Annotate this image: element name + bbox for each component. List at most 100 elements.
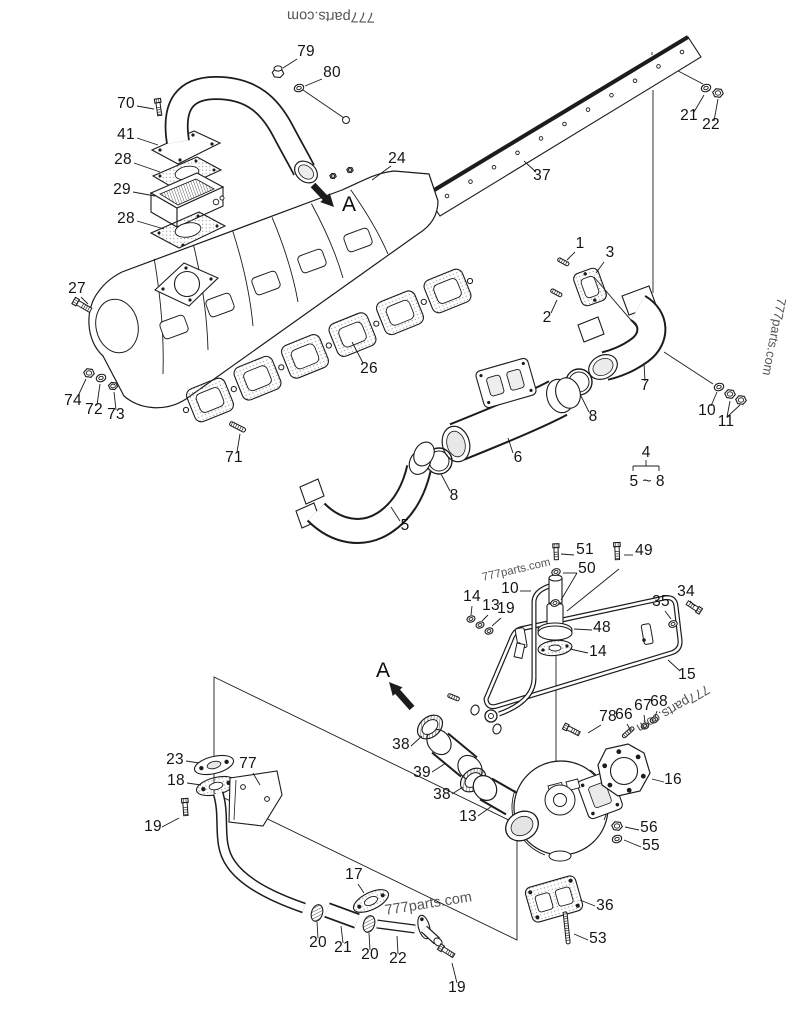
leader-line [136,137,159,146]
washer-glyph [640,722,650,730]
part-number-label: 28 [117,210,135,227]
gasket-port-frame [185,377,235,423]
part-number-label: 68 [650,693,668,710]
part-number-label: 49 [635,542,653,559]
part-number-label: 53 [589,930,607,947]
clamp-38-upper [416,714,444,740]
part-number-label: 8 [589,408,598,425]
part-number-label: 37 [533,167,551,184]
leader-line [431,762,447,773]
exhaust-elbow-rear [577,285,667,381]
gasket-port-frame [233,355,282,401]
leader-line [185,760,200,764]
leader-line [77,378,87,397]
watermark: 777parts.com [384,889,473,919]
adapter-flange-16 [597,743,651,797]
part-number-label: 39 [413,764,431,781]
part-number-label: 16 [664,771,682,788]
leader-line [550,299,558,314]
part-number-label: 38 [433,786,451,803]
part-number-label: 10 [698,402,716,419]
leader-line [573,933,589,941]
bolt-glyph [552,543,560,561]
range-span-label: 5 ~ 8 [630,473,665,490]
bolt-glyph [436,943,456,959]
leader-line [566,251,576,261]
stud-glyph [550,288,563,298]
leader-line [316,921,319,939]
part-number-label: 19 [497,600,515,617]
gasket-port-frame [423,268,472,314]
gasket-port-frame [328,312,377,357]
view-arrow [310,182,329,201]
part-number-label: 79 [297,43,315,60]
view-arrow-head [320,193,334,207]
leader-line [451,962,458,984]
washer-glyph [466,615,476,623]
oil-return-loop [483,595,683,710]
part-number-label: 41 [117,126,135,143]
part-number-label: 36 [596,897,614,914]
part-number-label: 7 [641,377,650,394]
nut-glyph [346,166,354,174]
nut-glyph [724,389,736,399]
leader-line [351,341,364,364]
view-label: A [376,659,390,682]
part-number-label: 72 [85,401,103,418]
leader-line [560,553,575,556]
part-number-label: 19 [448,979,466,996]
bracket-77 [228,770,283,827]
heat-shield [419,35,702,223]
leader-line [651,778,665,783]
part-number-label: 2 [543,309,552,326]
view-a-plane [213,676,518,941]
leader-line [80,296,89,305]
leader-line [643,362,646,382]
part-number-label: 67 [634,697,652,714]
range-group-label: 4 [642,444,651,461]
leader-line [710,391,718,407]
manifold-gasket [182,268,474,423]
part-number-label: 11 [718,413,735,430]
leader-line [477,805,493,817]
washer-glyph [713,382,725,392]
gasket-port-frame [280,334,330,379]
leader-line [643,714,646,723]
bolt-glyph [561,722,581,737]
leader-line [491,617,502,627]
part-number-label: 77 [239,755,257,772]
turbine-gasket-36 [524,875,584,923]
fasteners-layer [71,65,747,959]
clamp-20-right [362,915,376,933]
capnut-glyph [271,65,285,79]
stud-glyph [562,911,571,945]
part-number-label: 3 [606,244,615,261]
clamp-20-left [310,904,324,922]
leader-line [689,600,696,607]
part-number-label: 27 [68,280,86,297]
drain-flange-23 [193,754,235,776]
washer-glyph [700,83,712,93]
part-number-label: 80 [323,64,341,81]
exhaust-elbow-front [295,441,435,544]
part-number-label: 55 [642,837,660,854]
view-arrow [394,688,415,711]
part-number-label: 14 [463,588,481,605]
part-number-label: 22 [389,950,407,967]
leader-line [470,605,473,616]
part-number-label: 26 [360,360,378,377]
exhaust-gasket-3 [573,267,607,307]
part-number-label: 23 [166,751,184,768]
part-number-label: 5 [401,517,410,534]
leader-line [579,899,596,907]
part-number-label: 73 [107,406,125,423]
view-arrow-head [389,682,403,697]
part-number-label: 21 [680,107,698,124]
stud-glyph [557,257,570,267]
oil-supply-pipe [470,574,563,735]
part-number-label: 35 [652,593,670,610]
gasket-port-frame [375,290,425,336]
part-number-label: 70 [117,95,135,112]
washer-glyph [611,834,623,844]
